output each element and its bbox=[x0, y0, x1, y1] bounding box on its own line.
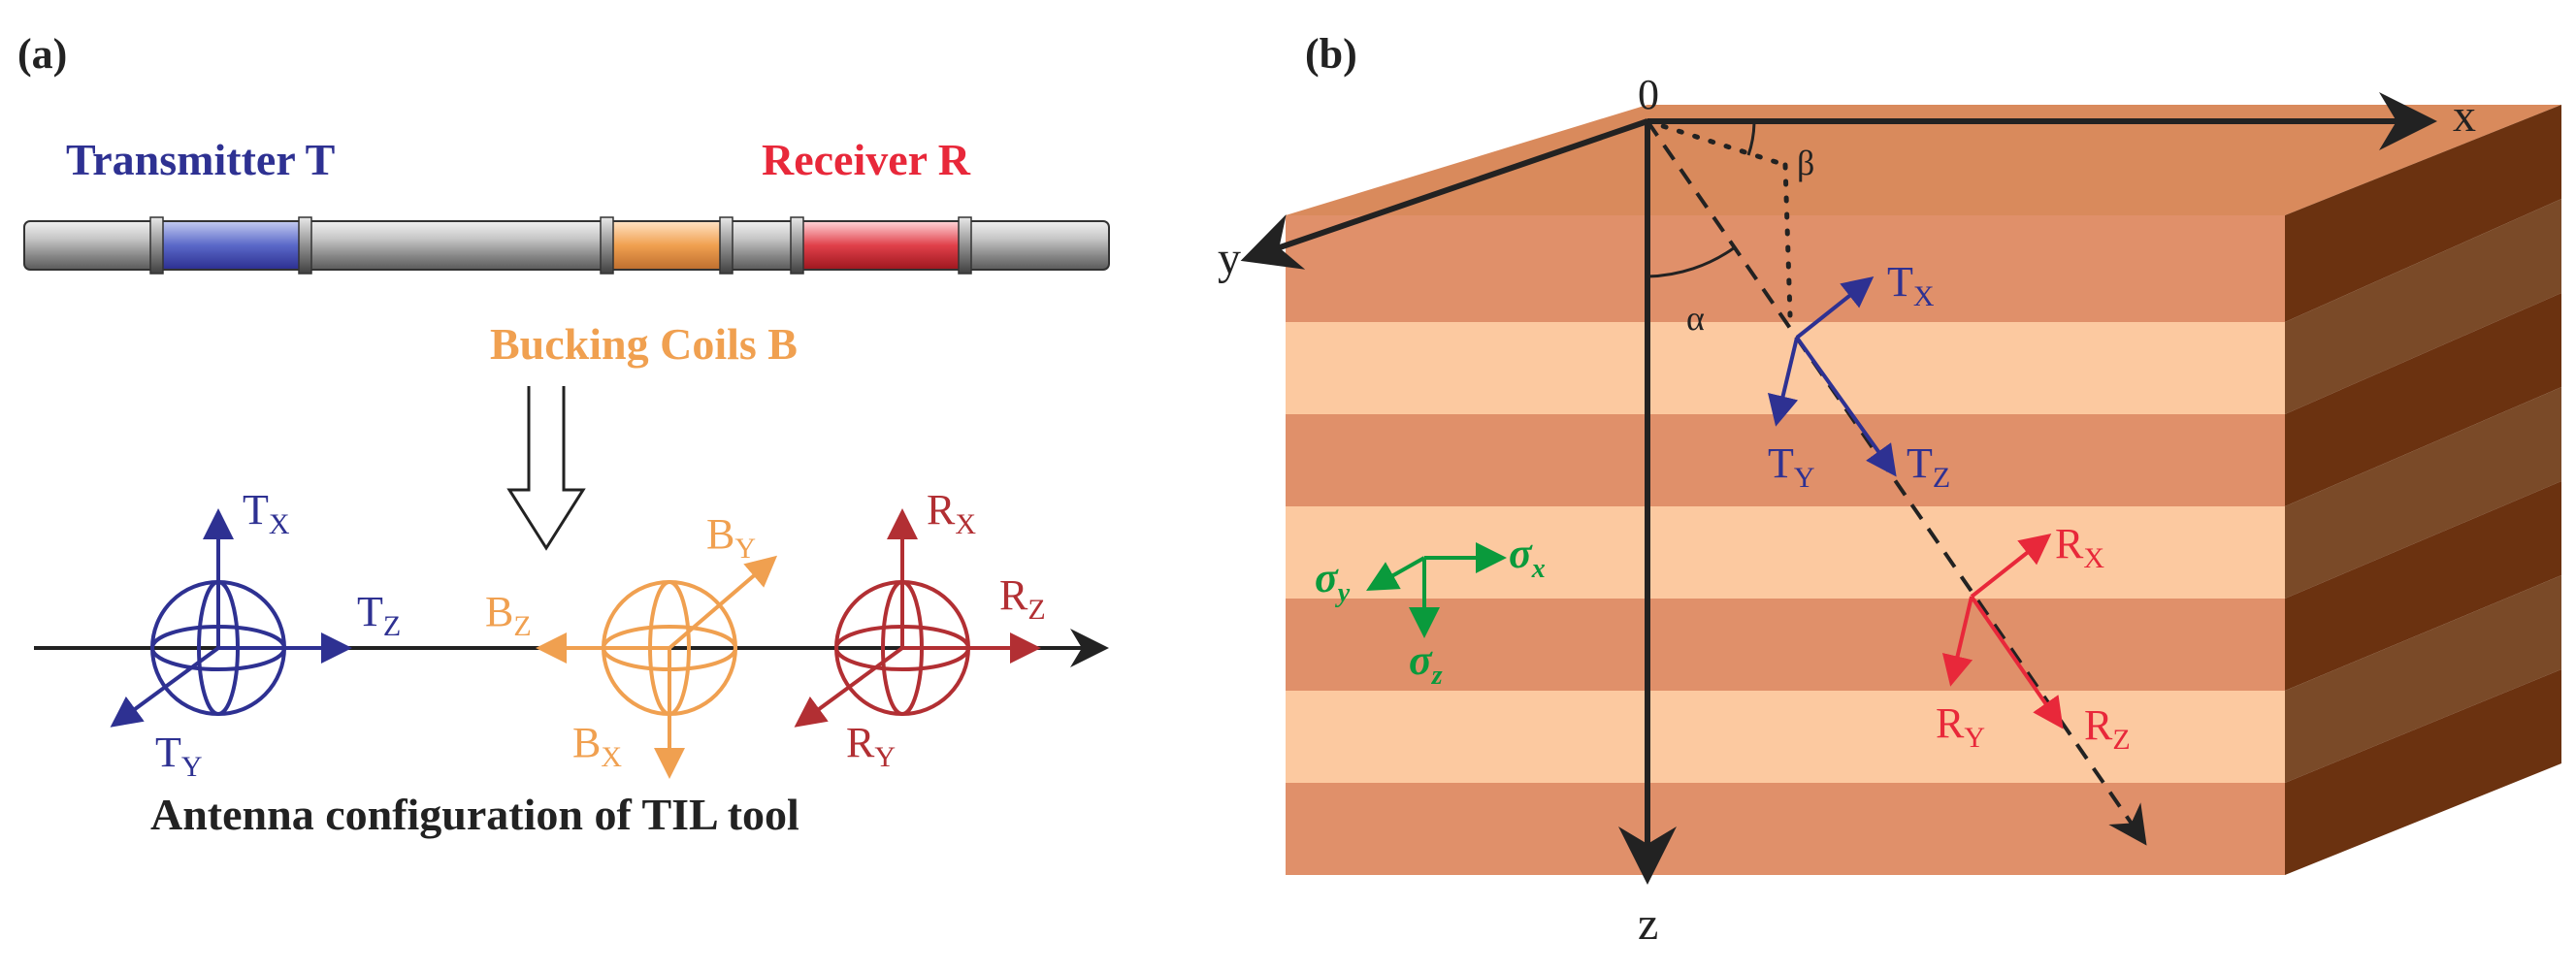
antenna-caption: Antenna configuration of TIL tool bbox=[150, 790, 799, 839]
projection-dotted bbox=[1645, 118, 1788, 168]
receiver-coil bbox=[803, 222, 959, 269]
b-label-tz: TZ bbox=[1907, 439, 1950, 494]
label-tz: TZ bbox=[357, 588, 401, 642]
panel-b-label: (b) bbox=[1305, 30, 1357, 78]
block-top-face bbox=[1286, 105, 2561, 215]
receiver-y-axis bbox=[794, 646, 904, 728]
bucking-coils-title: Bucking Coils B bbox=[490, 319, 798, 369]
label-rz: RZ bbox=[999, 571, 1046, 626]
side-band bbox=[2285, 293, 2561, 506]
transmitter-coil bbox=[163, 222, 299, 269]
b-label-rx: RX bbox=[2055, 520, 2104, 574]
coordinate-axes bbox=[1240, 92, 2437, 885]
layer-band bbox=[1286, 414, 2285, 506]
rx-x-arrow bbox=[1970, 534, 2052, 599]
down-arrow-icon bbox=[506, 386, 586, 551]
layered-block bbox=[1286, 105, 2561, 875]
layer-band bbox=[1286, 322, 2285, 414]
side-band bbox=[2285, 105, 2561, 322]
sigma-x-label: σx bbox=[1509, 530, 1546, 584]
label-ry: RY bbox=[846, 719, 896, 773]
label-tx: TX bbox=[243, 486, 290, 540]
x-axis-label: x bbox=[2453, 90, 2476, 142]
transmitter-y-axis bbox=[110, 646, 220, 728]
bucking-y-axis bbox=[668, 555, 778, 650]
layer-band bbox=[1286, 506, 2285, 599]
tool-ring bbox=[719, 216, 734, 275]
transmitter-title: Transmitter T bbox=[66, 135, 335, 184]
layer-band bbox=[1286, 691, 2285, 783]
bucking-antenna bbox=[536, 555, 778, 779]
b-label-tx: TX bbox=[1887, 258, 1935, 312]
tool-ring bbox=[298, 216, 312, 275]
sigma-z-label: σz bbox=[1409, 636, 1443, 691]
rx-y-arrow bbox=[1941, 596, 1973, 687]
alpha-label: α bbox=[1686, 299, 1705, 338]
transmitter-antenna bbox=[110, 508, 352, 728]
sigma-y-label: σy bbox=[1315, 554, 1351, 608]
b-label-ty: TY bbox=[1768, 439, 1815, 494]
tool-ring bbox=[790, 216, 804, 275]
rx-z-arrow bbox=[1970, 595, 2064, 729]
z-axis-label: z bbox=[1638, 898, 1658, 950]
tool-ring bbox=[958, 216, 972, 275]
conductivity-triad bbox=[1366, 542, 1507, 638]
side-band bbox=[2285, 387, 2561, 599]
b-label-ry: RY bbox=[1936, 699, 1985, 754]
tx-y-arrow bbox=[1767, 337, 1799, 427]
tx-z-arrow bbox=[1795, 336, 1897, 477]
alpha-arc bbox=[1647, 245, 1736, 278]
layer-band bbox=[1286, 599, 2285, 691]
label-ty: TY bbox=[155, 729, 203, 783]
sigma-y-arrow bbox=[1366, 556, 1425, 591]
panel-b: (b) 0 x y bbox=[1218, 30, 2561, 950]
b-label-rz: RZ bbox=[2084, 701, 2131, 756]
beta-label: β bbox=[1797, 144, 1814, 182]
label-by: BY bbox=[706, 510, 756, 565]
label-rx: RX bbox=[927, 486, 976, 540]
side-band bbox=[2285, 199, 2561, 414]
panel-a: (a) Transmitter T Receiver R Bucking Coi… bbox=[17, 30, 1110, 839]
y-axis bbox=[1240, 118, 1648, 270]
side-band bbox=[2285, 669, 2561, 875]
tx-x-arrow bbox=[1795, 276, 1875, 340]
tool-ring bbox=[600, 216, 614, 275]
receiver-triad bbox=[1941, 534, 2064, 729]
beta-arc bbox=[1746, 120, 1756, 156]
receiver-title: Receiver R bbox=[762, 135, 971, 184]
bucking-coil bbox=[613, 222, 720, 269]
logging-tool bbox=[23, 216, 1110, 275]
origin-label: 0 bbox=[1638, 71, 1659, 118]
label-bz: BZ bbox=[485, 588, 532, 642]
side-band bbox=[2285, 481, 2561, 691]
receiver-antenna bbox=[794, 508, 1041, 728]
label-bx: BX bbox=[572, 719, 622, 773]
y-axis-label: y bbox=[1218, 233, 1241, 284]
panel-a-label: (a) bbox=[17, 30, 67, 78]
side-band bbox=[2285, 575, 2561, 783]
tool-ring bbox=[149, 216, 164, 275]
transmitter-triad bbox=[1767, 276, 1897, 477]
